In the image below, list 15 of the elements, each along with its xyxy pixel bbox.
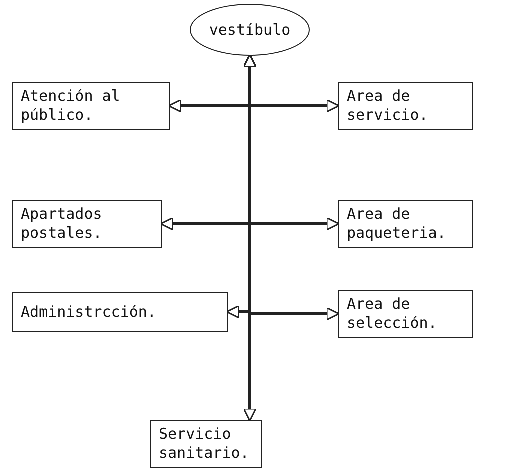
room-label: Administrcción.: [21, 302, 156, 322]
room-box: [12, 292, 228, 332]
room-label: vestíbulo: [209, 20, 291, 40]
room-box: [338, 200, 473, 248]
room-box: [12, 200, 162, 248]
room-label: Area de paqueteria.: [347, 205, 448, 243]
room-label: Apartados postales.: [21, 205, 104, 243]
room-label: Atención al público.: [21, 87, 122, 125]
room-label: Area de selección.: [347, 295, 438, 333]
room-box: [12, 82, 170, 130]
room-box: [150, 420, 262, 468]
room-label: Servicio sanitario.: [159, 425, 250, 463]
room-box: [338, 82, 473, 130]
room-box: [338, 290, 473, 338]
room-label: Area de servicio.: [347, 87, 430, 125]
